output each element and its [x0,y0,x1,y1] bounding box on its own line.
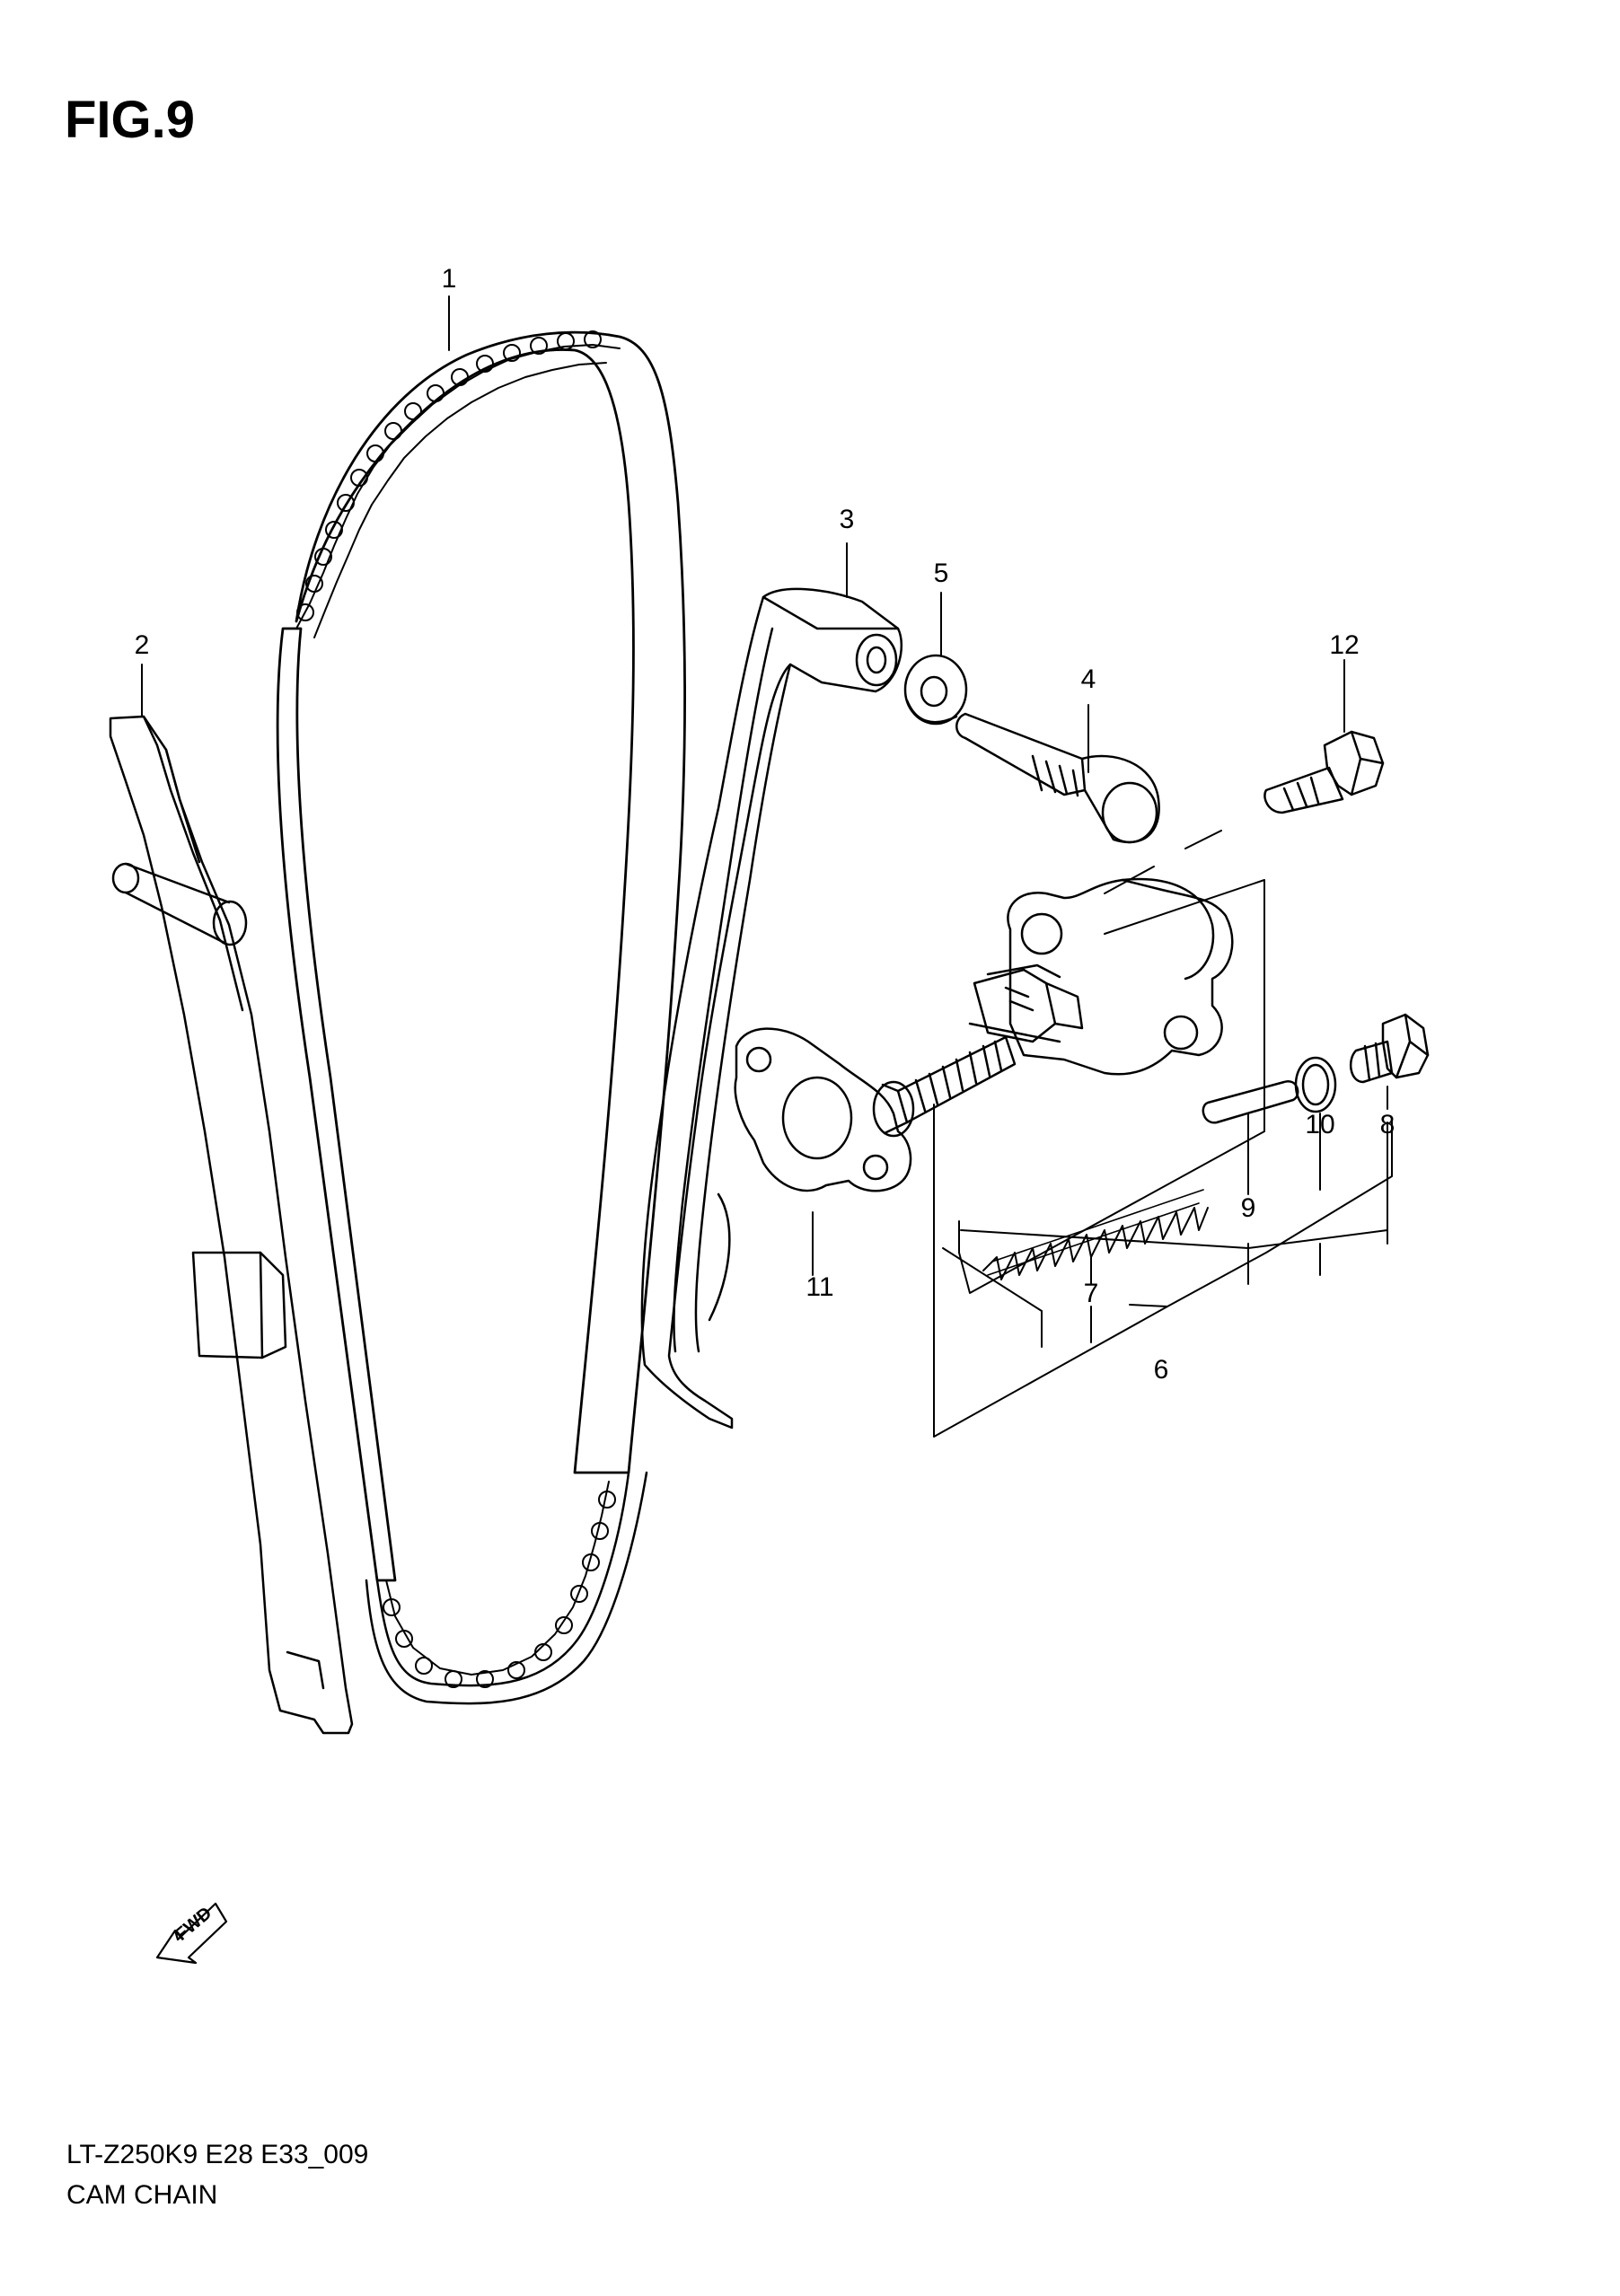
callout-1: 1 [442,264,457,294]
callout-5: 5 [934,559,949,588]
spring [982,1189,1209,1280]
figure-title: FIG.9 [65,91,196,149]
figure-caption: CAM CHAIN [66,2180,218,2210]
callout-8: 8 [1380,1110,1395,1139]
chain-guide [109,715,354,1735]
callout-9: 9 [1241,1193,1256,1223]
assembly-bracket [933,879,1393,1438]
tensioner-guide [640,587,902,1430]
washer [903,654,968,726]
plunger [872,1035,1017,1138]
tensioner-bolt [1263,730,1385,814]
callout-4: 4 [1081,664,1096,694]
callout-2: 2 [135,630,150,660]
callout-6: 6 [1154,1355,1169,1385]
fwd-arrow-icon: FWD [155,1902,228,1965]
pivot-bolt [955,712,1160,844]
callout-11: 11 [806,1272,833,1302]
cap-bolt [1349,1013,1430,1084]
cam-chain [276,330,686,1705]
callout-12: 12 [1329,630,1359,660]
model-code: LT-Z250K9 E28 E33_009 [66,2140,369,2169]
callout-3: 3 [840,505,855,534]
tensioner-adjuster [968,877,1234,1076]
o-ring [1294,1056,1337,1113]
callout-10: 10 [1305,1110,1334,1139]
spring-pin [1202,1079,1299,1124]
leader-lines [141,295,1388,1348]
callout-7: 7 [1084,1279,1099,1308]
gasket [734,1027,912,1192]
